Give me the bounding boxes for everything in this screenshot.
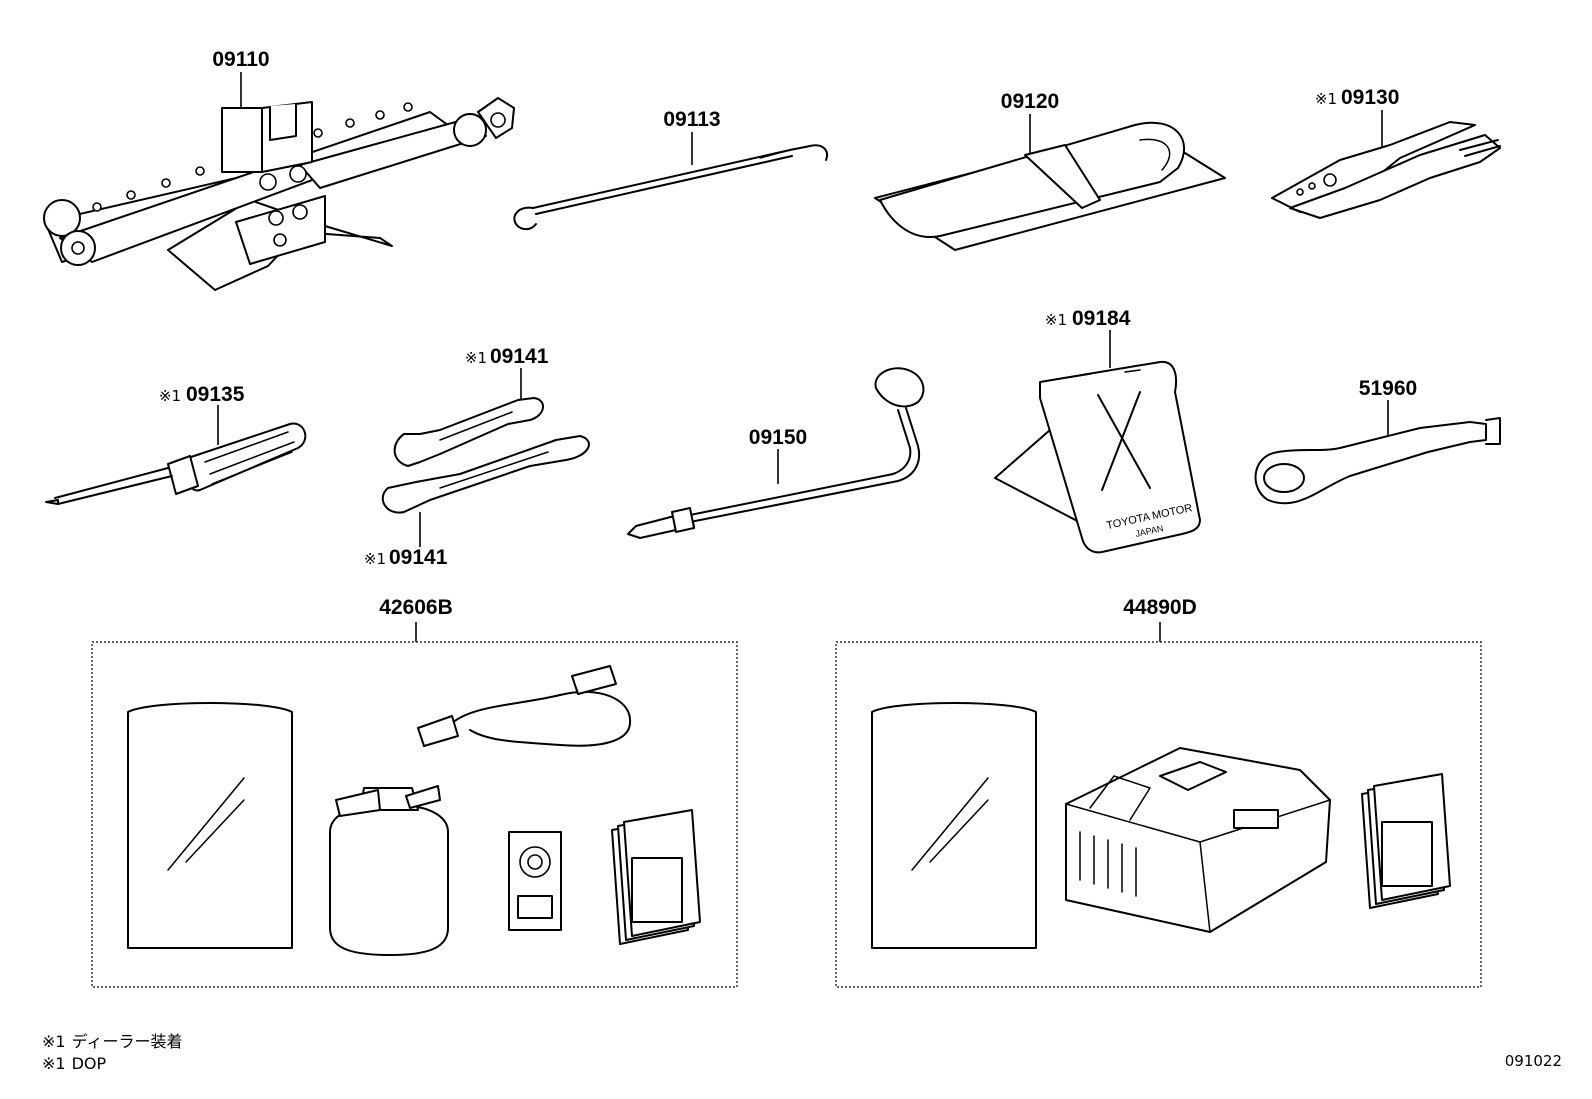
part-label-wheel-nut-wrench: 09150: [749, 426, 807, 449]
part-label-screwdriver: ※1 09135: [159, 383, 245, 406]
dealer-mark: ※1: [1315, 90, 1337, 108]
compressor-icon: [1065, 747, 1331, 933]
dealer-mark: ※1: [364, 550, 386, 568]
legend-row-dealer: ※1 ディーラー装着: [42, 1032, 182, 1052]
pliers-icon: [1271, 110, 1501, 219]
legend-text: ディーラー装着: [71, 1032, 183, 1051]
manual-icon: [1361, 773, 1451, 909]
part-number: 09135: [186, 383, 245, 406]
kit-44890d: [835, 622, 1482, 988]
part-label-jack-handle: 09113: [663, 108, 720, 131]
air-hose-icon: [417, 665, 632, 747]
part-number: 09130: [1341, 86, 1399, 109]
legend-row-dop: ※1 DOP: [42, 1054, 106, 1074]
dealer-mark: ※1: [465, 349, 487, 367]
part-number: 09113: [663, 108, 720, 131]
legend-mark: ※1: [42, 1054, 66, 1073]
part-label-wrench-lower: ※1 09141: [364, 546, 448, 569]
legend-mark: ※1: [42, 1032, 66, 1051]
part-number: 09110: [212, 48, 269, 71]
part-label-towing-eye: 51960: [1359, 377, 1417, 400]
towing-eye-icon: [1254, 400, 1501, 505]
sealant-bottle-icon: [329, 785, 449, 956]
kit-42606b: [91, 622, 738, 988]
part-label-warning-triangle: ※1 09184: [1045, 307, 1131, 330]
part-label-jack: 09110: [212, 48, 269, 71]
warning-triangle-icon: TOYOTA MOTOR JAPAN: [994, 330, 1201, 554]
tool-bag-icon: [874, 114, 1226, 251]
part-number: 09141: [389, 546, 448, 569]
scissor-jack-icon: [43, 72, 515, 291]
legend-text: DOP: [71, 1054, 107, 1073]
plastic-bag-icon: [871, 702, 1037, 949]
plastic-bag-icon: [127, 702, 293, 949]
screwdriver-icon: [45, 405, 307, 505]
part-number: 09120: [1001, 90, 1059, 113]
part-label-wrench-upper: ※1 09141: [465, 345, 549, 368]
figure-code: 091022: [1504, 1052, 1562, 1070]
part-label-pliers: ※1 09130: [1315, 86, 1400, 109]
wrench-icon: [381, 368, 590, 547]
part-number: 09184: [1072, 307, 1131, 330]
part-label-kit-42606b: 42606B: [379, 596, 453, 619]
jack-handle-icon: [513, 132, 828, 230]
part-number: 42606B: [379, 596, 453, 619]
dealer-mark: ※1: [1045, 311, 1067, 329]
part-number: 09141: [490, 345, 549, 368]
sticker-icon: [508, 831, 562, 931]
part-label-kit-44890d: 44890D: [1123, 596, 1197, 619]
part-number: 44890D: [1123, 596, 1197, 619]
wheel-nut-wrench-icon: [627, 367, 925, 539]
manual-icon: [611, 809, 701, 945]
part-number: 09150: [749, 426, 807, 449]
part-number: 51960: [1359, 377, 1417, 400]
dealer-mark: ※1: [159, 387, 181, 405]
part-label-tool-bag: 09120: [1001, 90, 1059, 113]
